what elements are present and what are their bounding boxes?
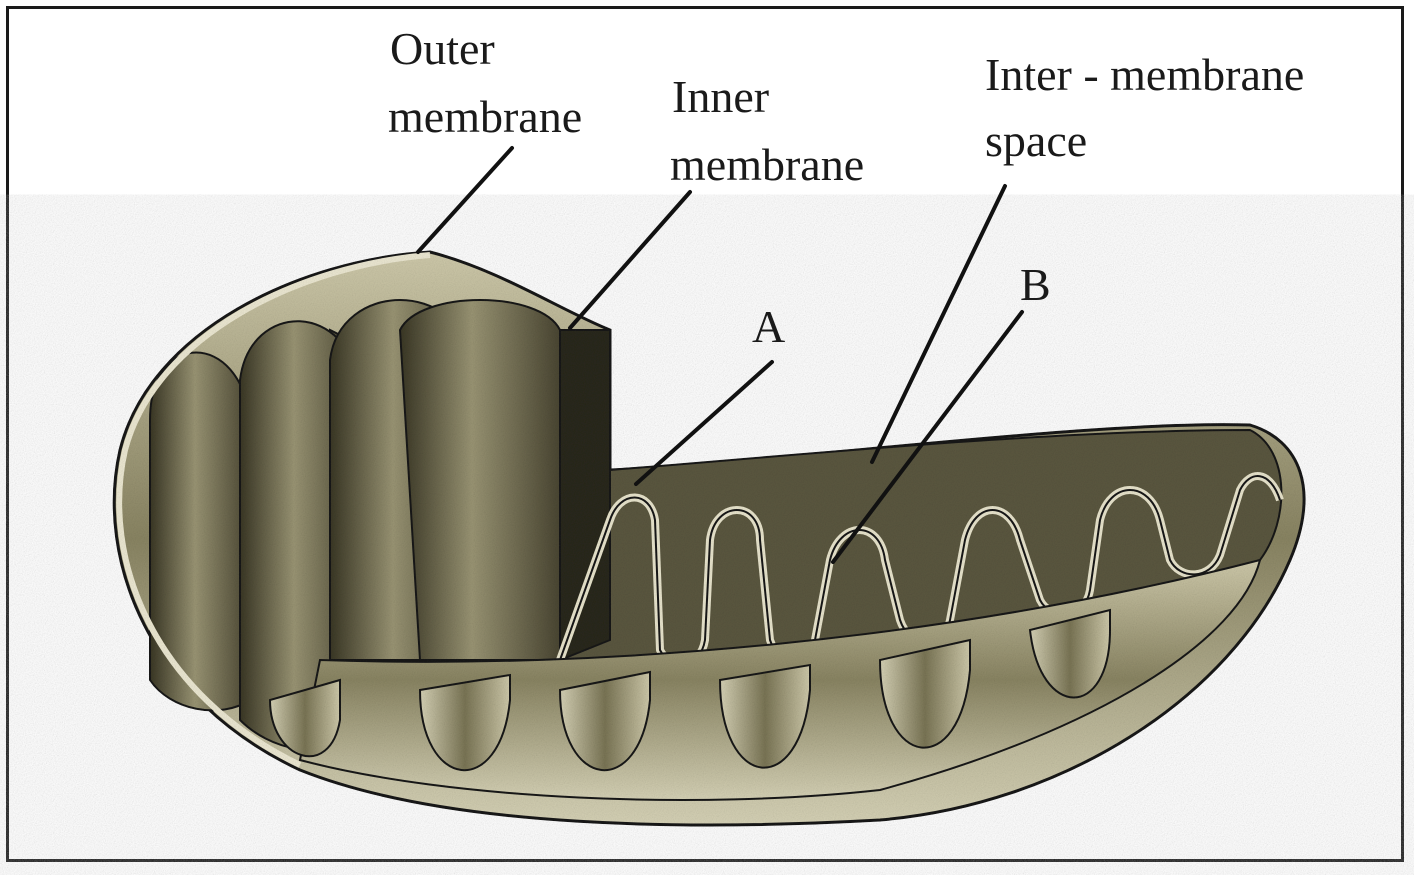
outer-membrane-label: Outer membrane — [388, 23, 582, 142]
intermembrane-space-label-line2: space — [985, 115, 1087, 166]
left-fold-1 — [150, 353, 250, 711]
label-b: B — [1020, 259, 1051, 310]
inner-membrane-label: Inner membrane — [670, 71, 864, 190]
mitochondrion-body — [114, 252, 1304, 825]
outer-membrane-leader — [418, 148, 512, 252]
inner-membrane-label-line1: Inner — [672, 71, 769, 122]
intermembrane-space-label-line1: Inter - membrane — [985, 49, 1304, 100]
inner-membrane-leader — [570, 192, 690, 328]
outer-membrane-label-line2: membrane — [388, 91, 582, 142]
left-fold-4 — [400, 300, 560, 660]
cut-wall — [560, 330, 610, 660]
label-a: A — [752, 301, 785, 352]
intermembrane-space-label: Inter - membrane space — [985, 49, 1316, 166]
inner-membrane-label-line2: membrane — [670, 139, 864, 190]
outer-membrane-label-line1: Outer — [390, 23, 495, 74]
